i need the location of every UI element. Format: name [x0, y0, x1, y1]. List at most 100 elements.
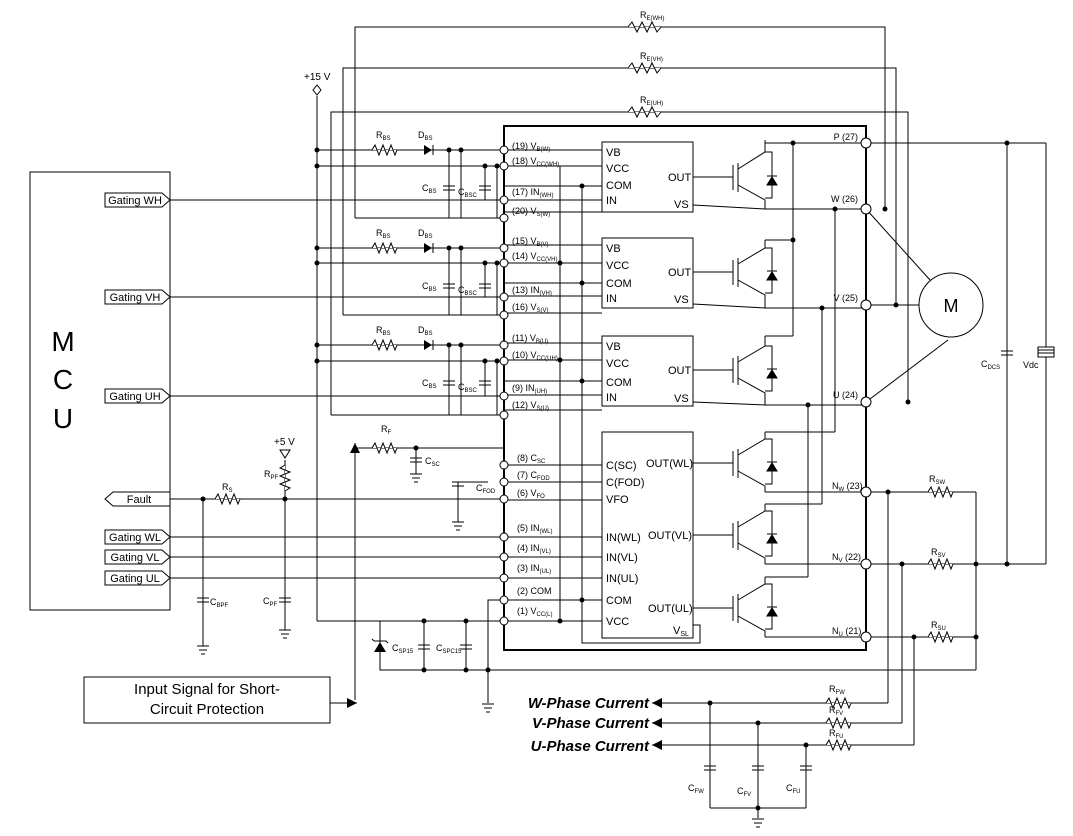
port-gating-wl: Gating WL [104, 529, 171, 545]
hvic-u [601, 335, 694, 407]
input-signal-line2: Circuit Protection [150, 701, 264, 718]
svg-text:(9) IN(UH): (9) IN(UH) [512, 383, 547, 395]
igbt-u-low [693, 577, 778, 637]
port-gating-uh: Gating UH [104, 388, 171, 404]
svg-text:OUT: OUT [668, 365, 692, 377]
svg-text:CSC: CSC [425, 456, 441, 468]
svg-text:(19) VB(W): (19) VB(W) [512, 141, 550, 153]
svg-text:(4) IN(VL): (4) IN(VL) [517, 543, 551, 555]
svg-text:NW (23): NW (23) [832, 481, 863, 493]
svg-text:V (25): V (25) [833, 293, 858, 303]
svg-text:NU (21): NU (21) [832, 626, 861, 638]
svg-text:W (26): W (26) [831, 194, 858, 204]
svg-text:CFU: CFU [786, 783, 801, 795]
svg-text:RE(VH): RE(VH) [640, 51, 663, 63]
svg-text:(17) IN(WH): (17) IN(WH) [512, 187, 554, 199]
svg-text:RSU: RSU [931, 620, 946, 632]
internal-wiring [504, 140, 866, 644]
svg-text:(13) IN(VH): (13) IN(VH) [512, 285, 552, 297]
svg-text:VB: VB [606, 341, 621, 353]
svg-text:OUT(WL): OUT(WL) [646, 458, 693, 470]
vdc-source [1037, 346, 1055, 358]
bootstrap-diodes [424, 145, 434, 350]
svg-text:IN(WL): IN(WL) [606, 532, 641, 544]
svg-text:CBSC: CBSC [458, 382, 478, 394]
svg-text:CSPC15: CSPC15 [436, 643, 462, 655]
svg-text:CBPF: CBPF [210, 597, 229, 609]
svg-text:CPF: CPF [263, 596, 278, 608]
lvic-labels: C(SC) C(FOD) VFO IN(WL) IN(VL) IN(UL) CO… [606, 458, 693, 638]
svg-text:Gating WL: Gating WL [109, 532, 161, 544]
svg-text:RS: RS [222, 482, 233, 494]
input-signal-line1: Input Signal for Short- [134, 681, 280, 698]
svg-text:CBS: CBS [422, 378, 437, 390]
svg-text:(8) CSC: (8) CSC [517, 453, 546, 465]
svg-text:CSP15: CSP15 [392, 643, 414, 655]
svg-text:(6) VFO: (6) VFO [517, 488, 545, 500]
svg-text:RE(UH): RE(UH) [640, 95, 663, 107]
port-gating-ul: Gating UL [104, 570, 171, 586]
svg-text:CFW: CFW [688, 783, 704, 795]
svg-text:CBSC: CBSC [458, 285, 478, 297]
svg-text:RFV: RFV [829, 705, 843, 717]
hvic-w-labels: VB VCC COM IN OUT VS [606, 147, 692, 211]
svg-text:NV (22): NV (22) [832, 552, 861, 564]
svg-text:DBS: DBS [418, 228, 433, 240]
svg-text:(1) VCC(L): (1) VCC(L) [517, 606, 553, 618]
svg-text:IN(VL): IN(VL) [606, 552, 638, 564]
power-pin-labels: P (27) W (26) V (25) U (24) NW (23) NV (… [831, 132, 863, 638]
svg-text:(12) VS(U): (12) VS(U) [512, 400, 549, 412]
svg-text:OUT: OUT [668, 267, 692, 279]
svg-text:RBS: RBS [376, 228, 391, 240]
hvic-v [601, 237, 694, 309]
svg-text:VCC: VCC [606, 616, 629, 628]
port-gating-vl: Gating VL [104, 549, 171, 565]
module-pins-left [499, 145, 509, 626]
svg-text:(11) VB(U): (11) VB(U) [512, 333, 548, 345]
w-phase-current-label: W-Phase Current [528, 695, 650, 712]
igbt-w-high [693, 140, 778, 209]
svg-text:Fault: Fault [127, 494, 151, 506]
capacitor-symbols [197, 185, 1013, 771]
svg-text:RBS: RBS [376, 325, 391, 337]
svg-text:DBS: DBS [418, 325, 433, 337]
svg-text:DBS: DBS [418, 130, 433, 142]
igbt-v-low [693, 504, 778, 564]
svg-text:(15) VB(V): (15) VB(V) [512, 236, 549, 248]
svg-text:VS: VS [674, 393, 689, 405]
svg-text:U (24): U (24) [833, 390, 858, 400]
internal-junctions [557, 140, 838, 624]
svg-text:(2) COM: (2) COM [517, 586, 552, 596]
svg-text:RE(WH): RE(WH) [640, 10, 665, 22]
mcu-letter-u: U [53, 403, 73, 434]
svg-text:VS: VS [674, 294, 689, 306]
external-junctions [200, 140, 1010, 811]
supply-5v-label: +5 V [274, 437, 295, 448]
igbt-v-high [693, 240, 778, 308]
svg-text:VB: VB [606, 243, 621, 255]
supply-15v [312, 84, 322, 96]
svg-text:COM: COM [606, 377, 632, 389]
svg-text:COM: COM [606, 278, 632, 290]
v-phase-current-label: V-Phase Current [532, 715, 650, 732]
svg-text:CBS: CBS [422, 183, 437, 195]
svg-text:VCC: VCC [606, 358, 629, 370]
mcu-letter-c: C [53, 364, 73, 395]
svg-text:IN: IN [606, 195, 617, 207]
svg-text:Gating VL: Gating VL [111, 552, 160, 564]
mcu-block [29, 171, 171, 611]
svg-text:CFV: CFV [737, 786, 751, 798]
svg-text:C(FOD): C(FOD) [606, 477, 645, 489]
svg-text:RFW: RFW [829, 684, 845, 696]
svg-text:Gating UH: Gating UH [109, 391, 160, 403]
svg-text:COM: COM [606, 180, 632, 192]
svg-text:CDCS: CDCS [981, 359, 1000, 371]
ground-symbols [197, 462, 764, 828]
svg-text:(7) CFOD: (7) CFOD [517, 470, 550, 482]
module-pins-right [860, 137, 872, 643]
svg-text:OUT(VL): OUT(VL) [648, 530, 692, 542]
igbt-u-high [693, 336, 778, 405]
svg-text:CFOD: CFOD [476, 483, 496, 495]
svg-text:C(SC): C(SC) [606, 460, 637, 472]
